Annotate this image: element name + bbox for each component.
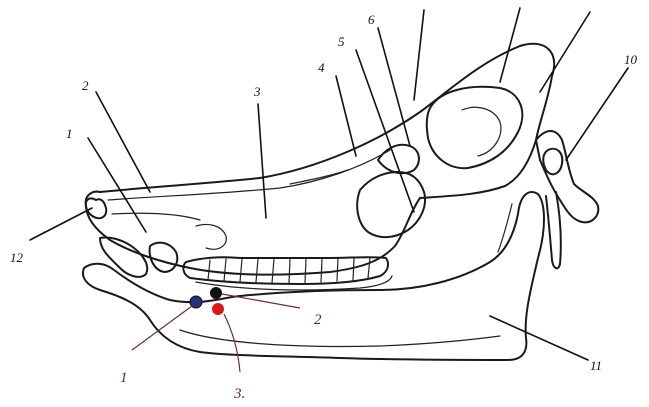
facial-line (112, 213, 200, 220)
label-10: 10 (624, 52, 638, 67)
label-2: 2 (82, 78, 89, 93)
marker-red (212, 303, 224, 315)
marker-black (210, 287, 222, 299)
orbit-outline (427, 87, 523, 168)
marker-label-2: 2 (314, 312, 322, 328)
label-3: 3 (253, 84, 261, 99)
leader-4 (336, 76, 356, 156)
leader-top3 (540, 12, 590, 92)
mandibular-ramus (498, 204, 512, 252)
orbit-inner (462, 107, 501, 156)
leader-12 (30, 208, 92, 240)
leader-3 (258, 104, 266, 218)
leader-top2 (500, 8, 520, 82)
label-1: 1 (66, 126, 73, 141)
marker-leader-1 (132, 306, 192, 350)
leader-11 (490, 316, 588, 360)
mandible-line (180, 330, 500, 346)
leader-top1 (414, 10, 424, 100)
upper-incisors (100, 237, 147, 276)
leader-10 (566, 68, 628, 160)
label-4: 4 (318, 60, 325, 75)
canine-tooth (150, 243, 178, 272)
marker-label-1: 1 (120, 370, 128, 386)
skull-outline (86, 44, 554, 275)
nasal-bone-line (290, 170, 348, 184)
marker-leader-3 (224, 314, 240, 372)
occipital-condyle (543, 149, 562, 174)
occipital-outline (536, 131, 598, 222)
label-5: 5 (338, 34, 345, 49)
label-6: 6 (368, 12, 375, 27)
facial-crest (196, 224, 226, 249)
marker-leader-2 (222, 294, 300, 308)
label-11: 11 (590, 358, 602, 373)
label-12: 12 (10, 250, 24, 265)
paracondylar-process (546, 192, 561, 268)
marker-label-3: 3. (233, 386, 245, 402)
leader-2 (96, 92, 150, 192)
upper-tooth-row (183, 257, 388, 284)
